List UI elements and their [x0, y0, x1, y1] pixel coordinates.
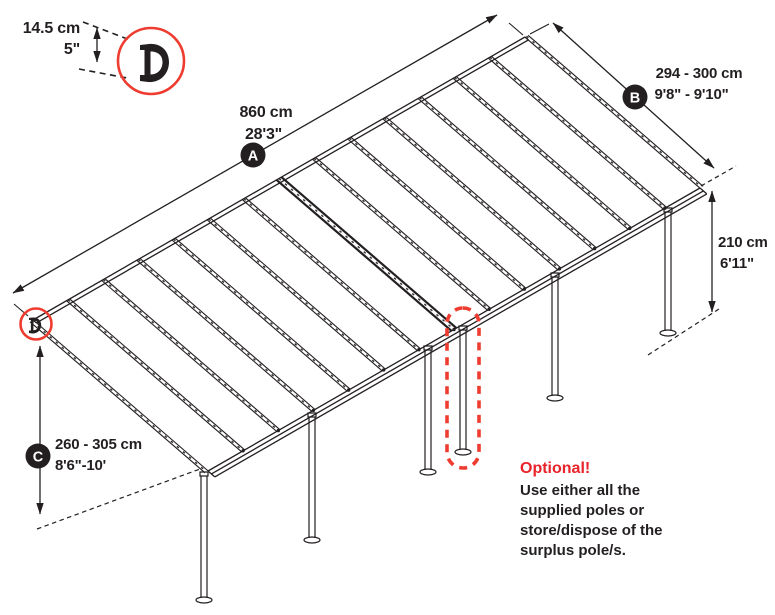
- badge-b: B: [622, 84, 648, 110]
- pole-5: [546, 272, 564, 402]
- dim-a-cm: 860 cm: [239, 104, 293, 121]
- optional-note-title: Optional!: [520, 460, 591, 477]
- badge-a-label: A: [248, 149, 259, 165]
- dim-c-cm: 260 - 305 cm: [55, 436, 142, 453]
- detail-d: [78, 21, 186, 96]
- d-profile-small: [29, 317, 42, 334]
- badge-c: C: [25, 443, 51, 469]
- badge-c-label: C: [33, 450, 44, 466]
- detail-circle: [116, 26, 186, 96]
- badge-b-label: B: [630, 91, 640, 107]
- rafter-thick: [275, 176, 458, 332]
- dim-height-line: [647, 190, 720, 356]
- optional-pole-highlight: [445, 306, 481, 470]
- d-profile: [140, 43, 169, 83]
- dim-b-imperial: 9'8" - 9'10": [654, 86, 729, 103]
- corner-highlight: [19, 307, 53, 341]
- pole-6: [659, 207, 677, 337]
- optional-note-line: store/dispose of the: [520, 522, 663, 539]
- dim-height-imperial: 6'11": [720, 255, 754, 272]
- rafter-junction-marks: [241, 206, 667, 453]
- dim-height-cm: 210 cm: [718, 234, 768, 251]
- optional-note-line: supplied poles or: [520, 502, 645, 519]
- detail-dim-cm: 14.5 cm: [22, 20, 81, 37]
- dim-a-imperial: 28'3": [244, 126, 283, 143]
- optional-note: Optional! Use either all the supplied po…: [520, 460, 695, 561]
- optional-note-line: Use either all the: [520, 482, 641, 499]
- pole-4-optional: [454, 325, 472, 456]
- support-poles: [195, 207, 677, 604]
- optional-note-line: surplus pole/s.: [520, 542, 626, 559]
- dim-c-line: [36, 345, 201, 530]
- pole-3: [419, 345, 437, 476]
- pole-2: [303, 412, 321, 544]
- badge-a: A: [240, 142, 266, 168]
- dim-b-cm: 294 - 300 cm: [655, 65, 743, 82]
- detail-dim-inch: 5": [63, 41, 80, 58]
- roof-front-beam: [207, 187, 708, 478]
- pole-1: [195, 471, 213, 604]
- dim-c-imperial: 8'6"-10': [55, 457, 107, 474]
